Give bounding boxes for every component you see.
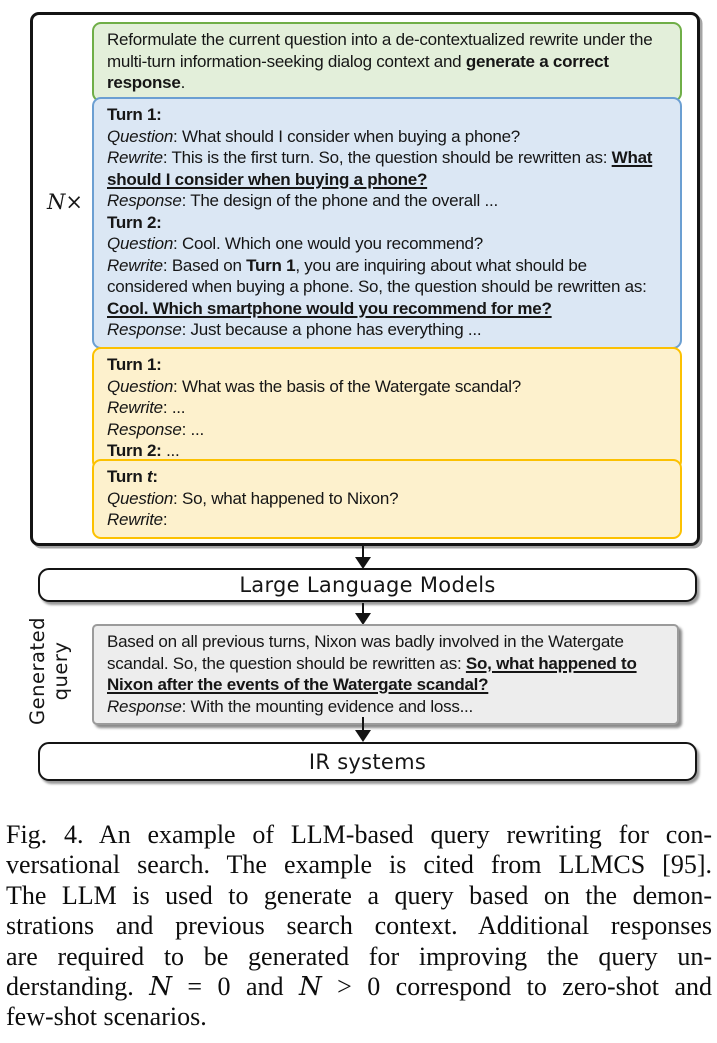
text-line: Question: Cool. Which one would you reco… xyxy=(107,234,483,253)
ir-systems-label: IR systems xyxy=(308,749,427,774)
arrow-stem xyxy=(361,546,365,557)
generated-query-side-label-text: Generated query xyxy=(26,617,72,725)
figure-caption: Fig. 4. An example of LLM-based query re… xyxy=(6,820,712,1033)
text-line: Question: What should I consider when bu… xyxy=(107,126,520,146)
text-line: Rewrite: This is the first turn. So, the… xyxy=(107,148,653,189)
demonstration-box-watergate: Turn 1: Question: What was the basis of t… xyxy=(92,347,682,470)
text-line: Rewrite: ... xyxy=(107,398,186,417)
demonstration-box-phone: Turn 1: Question: What should I consider … xyxy=(92,97,682,349)
generated-query-box: Based on all previous turns, Nixon was b… xyxy=(92,624,679,725)
text-line: Turn 2: ... xyxy=(107,441,180,460)
arrow-head xyxy=(355,730,371,742)
text-line: Question: What was the basis of the Wate… xyxy=(107,376,521,396)
text-line: Turn t: xyxy=(107,467,158,486)
text-line: Turn 1: xyxy=(107,105,162,124)
text-line: Based on all previous turns, Nixon was b… xyxy=(107,632,637,694)
text-line: Question: So, what happened to Nixon? xyxy=(107,488,399,508)
flow-arrow-down-icon xyxy=(354,546,372,569)
arrow-stem xyxy=(361,717,365,730)
text-line: Response: The design of the phone and th… xyxy=(107,191,498,210)
text-line: Turn 1: xyxy=(107,355,162,374)
current-turn-box: Turn t: Question: So, what happened to Ni… xyxy=(92,459,682,539)
text-line: N× xyxy=(47,190,83,214)
flow-arrow-down-icon xyxy=(354,603,372,625)
text-line: Rewrite: Based on Turn 1, you are inquir… xyxy=(107,255,647,318)
text-line: are required to be generated for improvi… xyxy=(6,941,712,971)
generated-query-side-label: Generated query xyxy=(8,617,90,725)
text-line: Fig. 4. An example of LLM-based query re… xyxy=(6,820,712,849)
text-line: Response: ... xyxy=(107,419,204,439)
text-line: strations and previous search context. A… xyxy=(6,911,712,941)
llm-box: Large Language Models xyxy=(38,568,697,602)
text-line: The LLM is used to generate a query base… xyxy=(6,880,712,910)
instruction-box: Reformulate the current question into a … xyxy=(92,22,682,102)
flow-arrow-down-icon xyxy=(354,717,372,742)
ir-systems-box: IR systems xyxy=(38,742,697,781)
llm-label: Large Language Models xyxy=(239,573,496,597)
arrow-head xyxy=(355,613,371,625)
arrow-stem xyxy=(361,603,365,613)
side-label-line: query xyxy=(49,641,73,701)
side-label-line: Generated xyxy=(26,617,50,725)
text-line: Response: Just because a phone has every… xyxy=(107,320,482,339)
text-line: Response: With the mounting evidence and… xyxy=(107,696,474,716)
text-line: derstanding. N = 0 and N > 0 correspond … xyxy=(6,972,712,1003)
text-line: versational search. The example is cited… xyxy=(6,850,712,880)
text-line: Reformulate the current question into a … xyxy=(107,30,653,92)
n-times-label: N× xyxy=(40,190,90,214)
arrow-head xyxy=(355,557,371,569)
text-line: Rewrite: xyxy=(107,510,168,529)
text-line: Turn 2: xyxy=(107,212,162,232)
text-line: few-shot scenarios. xyxy=(6,1002,207,1032)
